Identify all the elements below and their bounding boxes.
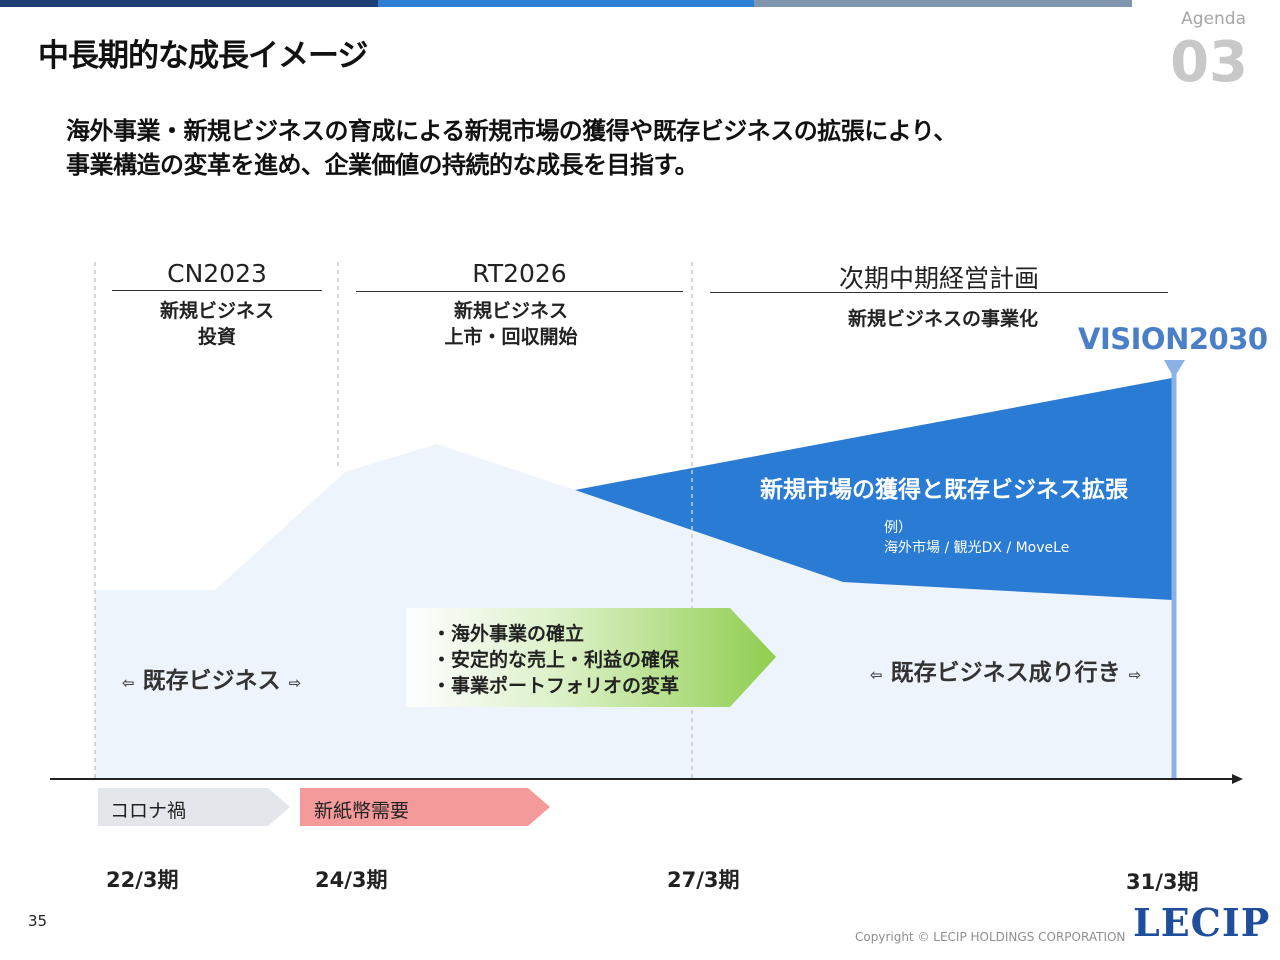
phase-desc-rt2026: 新規ビジネス 上市・回収開始 <box>356 298 666 350</box>
period-label-31: 31/3期 <box>1126 870 1199 894</box>
initiative-item: ・事業ポートフォリオの変革 <box>432 675 680 697</box>
expansion-wedge <box>575 378 1172 600</box>
left-arrow-icon: ⇦ <box>870 666 883 684</box>
right-arrow-icon: ⇨ <box>1128 666 1142 684</box>
phase-title-cn2023: CN2023 <box>167 259 267 288</box>
phase-underline-next <box>710 292 1168 293</box>
initiative-item: ・安定的な売上・利益の確保 <box>432 649 680 671</box>
phase-desc-line: 新規ビジネス <box>453 300 568 322</box>
initiatives-arrow <box>406 608 776 707</box>
phase-title-next: 次期中期経営計画 <box>838 264 1039 293</box>
phase-desc-line: 新規ビジネス <box>159 300 274 322</box>
lead-line-2: 事業構造の変革を進め、企業価値の持続的な成長を目指す。 <box>66 151 699 179</box>
right-arrow-icon: ⇨ <box>288 674 302 692</box>
period-label-24: 24/3期 <box>315 868 388 892</box>
phase-title-rt2026: RT2026 <box>472 259 567 288</box>
phase-underline-rt2026 <box>356 291 683 292</box>
vision-marker <box>1164 360 1185 378</box>
period-label-27: 27/3期 <box>667 868 740 892</box>
page-number: 35 <box>28 912 48 930</box>
phase-desc-next: 新規ビジネスの事業化 <box>847 308 1038 330</box>
company-logo: LECIP <box>1133 900 1271 945</box>
timeline-arrowhead <box>1232 774 1243 784</box>
period-label-22: 22/3期 <box>106 868 179 892</box>
event-covid-label: コロナ禍 <box>110 800 187 822</box>
existing-business-label: ⇦ 既存ビジネス ⇨ <box>122 661 301 695</box>
accent-bar-3 <box>754 0 1132 7</box>
vision-label: VISION2030 <box>1078 322 1268 356</box>
event-tag-covid <box>98 788 290 826</box>
phase-underline-cn2023 <box>112 290 322 291</box>
lead-line-1: 海外事業・新規ビジネスの育成による新規市場の獲得や既存ビジネスの拡張により、 <box>66 117 957 145</box>
existing-business-text: 既存ビジネス <box>142 668 281 694</box>
existing-business-trend-label: ⇦ 既存ビジネス成り行き ⇨ <box>870 653 1141 687</box>
existing-business-trend-text: 既存ビジネス成り行き <box>890 660 1121 686</box>
copyright-text: Copyright © LECIP HOLDINGS CORPORATION <box>855 930 1126 944</box>
event-new-bills-label: 新紙幣需要 <box>314 800 410 822</box>
lead-text: 海外事業・新規ビジネスの育成による新規市場の獲得や既存ビジネスの拡張により、 事… <box>66 114 957 182</box>
expansion-example-list: 海外市場 / 観光DX / MoveLe <box>884 540 1070 556</box>
event-tag-new-bills <box>300 788 550 826</box>
initiative-item: ・海外事業の確立 <box>432 623 585 645</box>
expansion-title: 新規市場の獲得と既存ビジネス拡張 <box>760 477 1128 503</box>
agenda-number: 03 <box>1170 30 1248 95</box>
left-arrow-icon: ⇦ <box>122 674 135 692</box>
initiatives-list: ・海外事業の確立 ・安定的な売上・利益の確保 ・事業ポートフォリオの変革 <box>432 621 679 699</box>
expansion-example-label: 例） <box>884 520 912 536</box>
page-title: 中長期的な成長イメージ <box>38 38 368 74</box>
accent-bar-1 <box>0 0 378 7</box>
agenda-label: Agenda <box>1181 9 1246 29</box>
expansion-examples: 例） 海外市場 / 観光DX / MoveLe <box>884 518 1069 558</box>
phase-desc-cn2023: 新規ビジネス 投資 <box>112 298 322 350</box>
accent-bar-2 <box>378 0 754 7</box>
phase-desc-line: 投資 <box>197 326 236 348</box>
phase-desc-line: 上市・回収開始 <box>444 326 578 348</box>
